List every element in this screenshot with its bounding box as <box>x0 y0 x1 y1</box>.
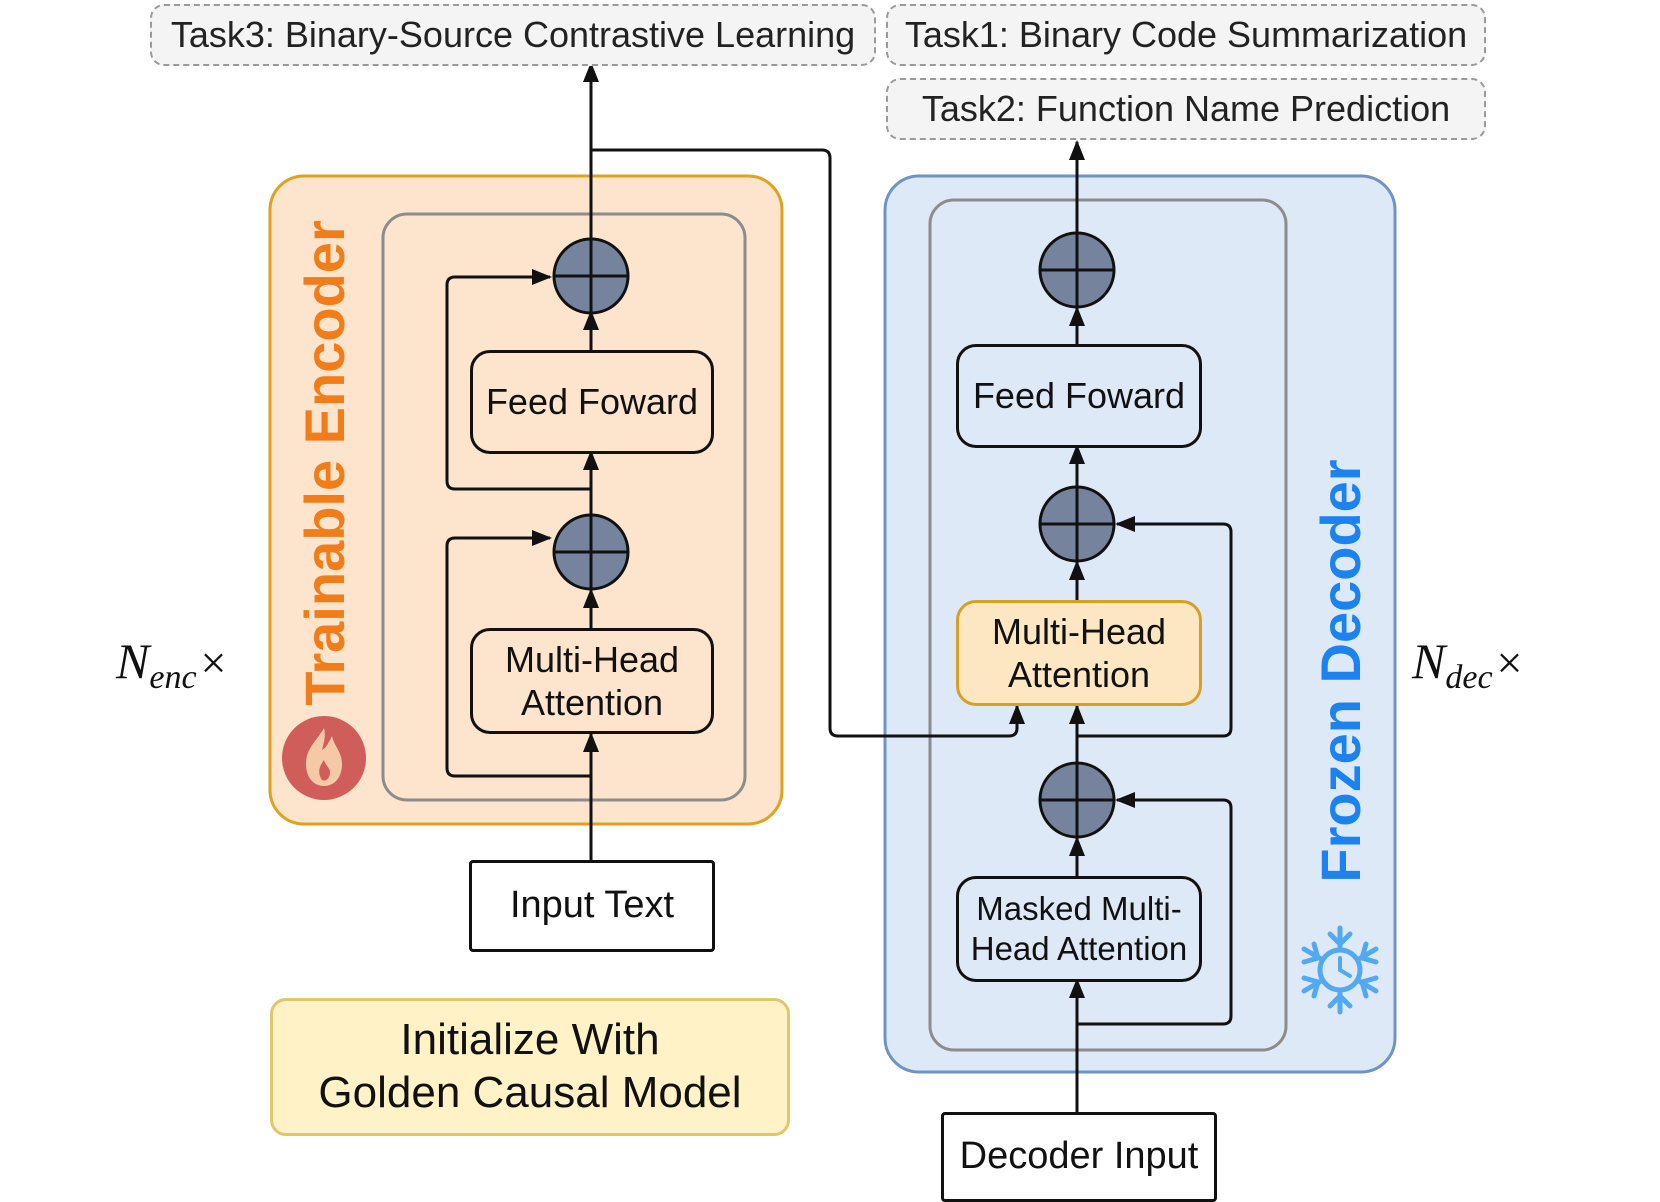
encoder-repeat-label: Nenc× <box>116 632 227 696</box>
task1-label: Task1: Binary Code Summarization <box>886 4 1486 66</box>
decoder-adder-middle <box>1038 485 1116 563</box>
encoder-repeat-times: × <box>200 637 227 688</box>
decoder-adder-top <box>1038 231 1116 309</box>
flame-icon <box>282 716 366 800</box>
decoder-adder-bottom <box>1038 761 1116 839</box>
decoder-feed-forward-block: Feed Foward <box>956 344 1202 448</box>
init-note: Initialize With Golden Causal Model <box>270 998 790 1136</box>
encoder-connectors <box>445 62 1025 860</box>
decoder-layer-frame <box>928 198 1288 1052</box>
decoder-connectors <box>1069 140 1233 1112</box>
decoder-cross-attention-block: Multi-Head Attention <box>956 600 1202 706</box>
encoder-feed-forward-block: Feed Foward <box>470 350 714 454</box>
encoder-title: Trainable Encoder <box>292 220 356 706</box>
encoder-layer-frame <box>381 212 747 802</box>
encoder-adder-bottom <box>552 513 630 591</box>
encoder-repeat-subscript: enc <box>149 659 197 696</box>
decoder-repeat-subscript: dec <box>1445 659 1493 696</box>
decoder-repeat-symbol: N <box>1412 633 1446 689</box>
encoder-input-text-box: Input Text <box>469 860 715 952</box>
encoder-adder-top <box>552 237 630 315</box>
decoder-repeat-label: Ndec× <box>1412 632 1523 696</box>
decoder-masked-attention-block: Masked Multi- Head Attention <box>956 876 1202 982</box>
decoder-repeat-times: × <box>1496 637 1523 688</box>
encoder-repeat-symbol: N <box>116 633 150 689</box>
task2-label: Task2: Function Name Prediction <box>886 78 1486 140</box>
encoder-attention-block: Multi-Head Attention <box>470 628 714 734</box>
decoder-title: Frozen Decoder <box>1308 459 1372 883</box>
task3-label: Task3: Binary-Source Contrastive Learnin… <box>150 4 876 66</box>
decoder-input-box: Decoder Input <box>941 1112 1217 1202</box>
snowflake-icon <box>1301 925 1379 1015</box>
